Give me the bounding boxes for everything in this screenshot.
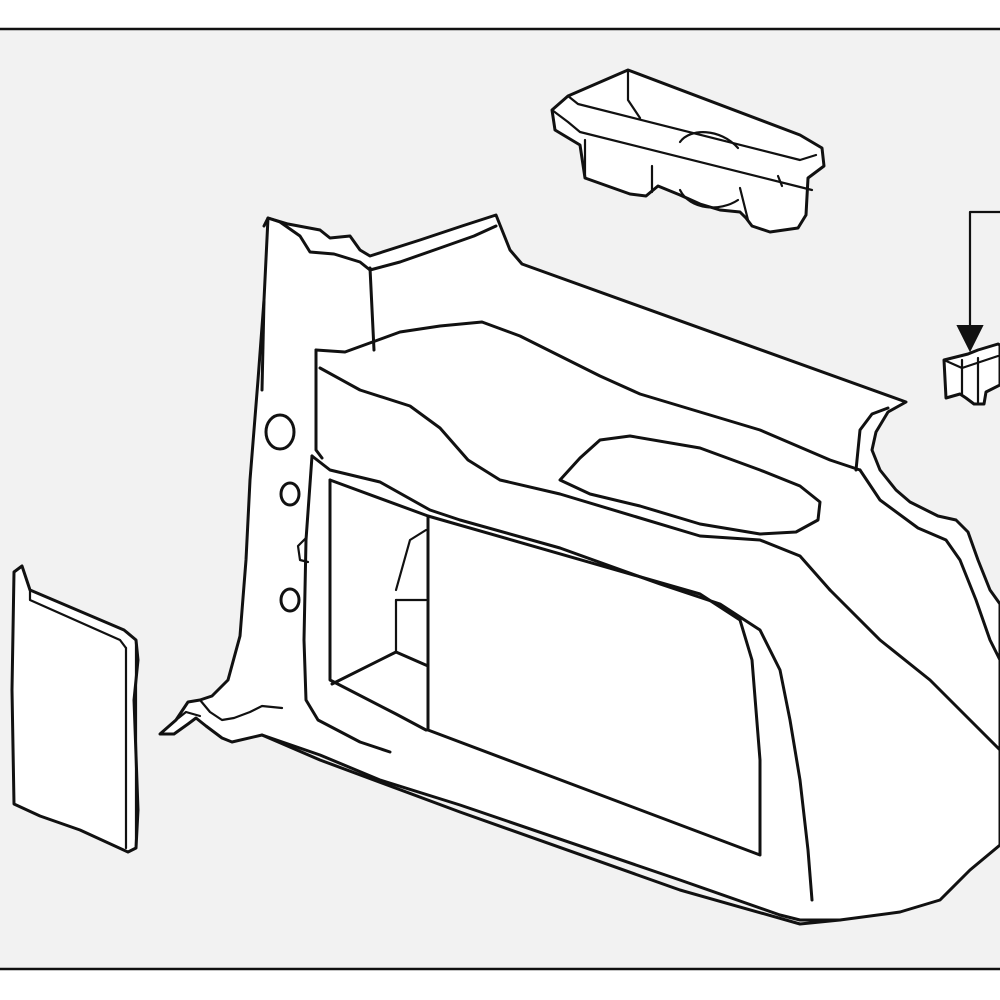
mount-hole-bottom [279, 587, 301, 613]
side-cover-panel[interactable] [10, 564, 140, 854]
retaining-clip[interactable] [942, 342, 1000, 406]
storage-tray[interactable] [550, 68, 826, 234]
quarter-trim-panel[interactable] [158, 213, 1000, 926]
mount-hole-top [264, 413, 296, 451]
arrow-down-icon [956, 325, 984, 353]
callout-arrow [956, 210, 1000, 353]
mount-hole-mid [279, 481, 301, 507]
